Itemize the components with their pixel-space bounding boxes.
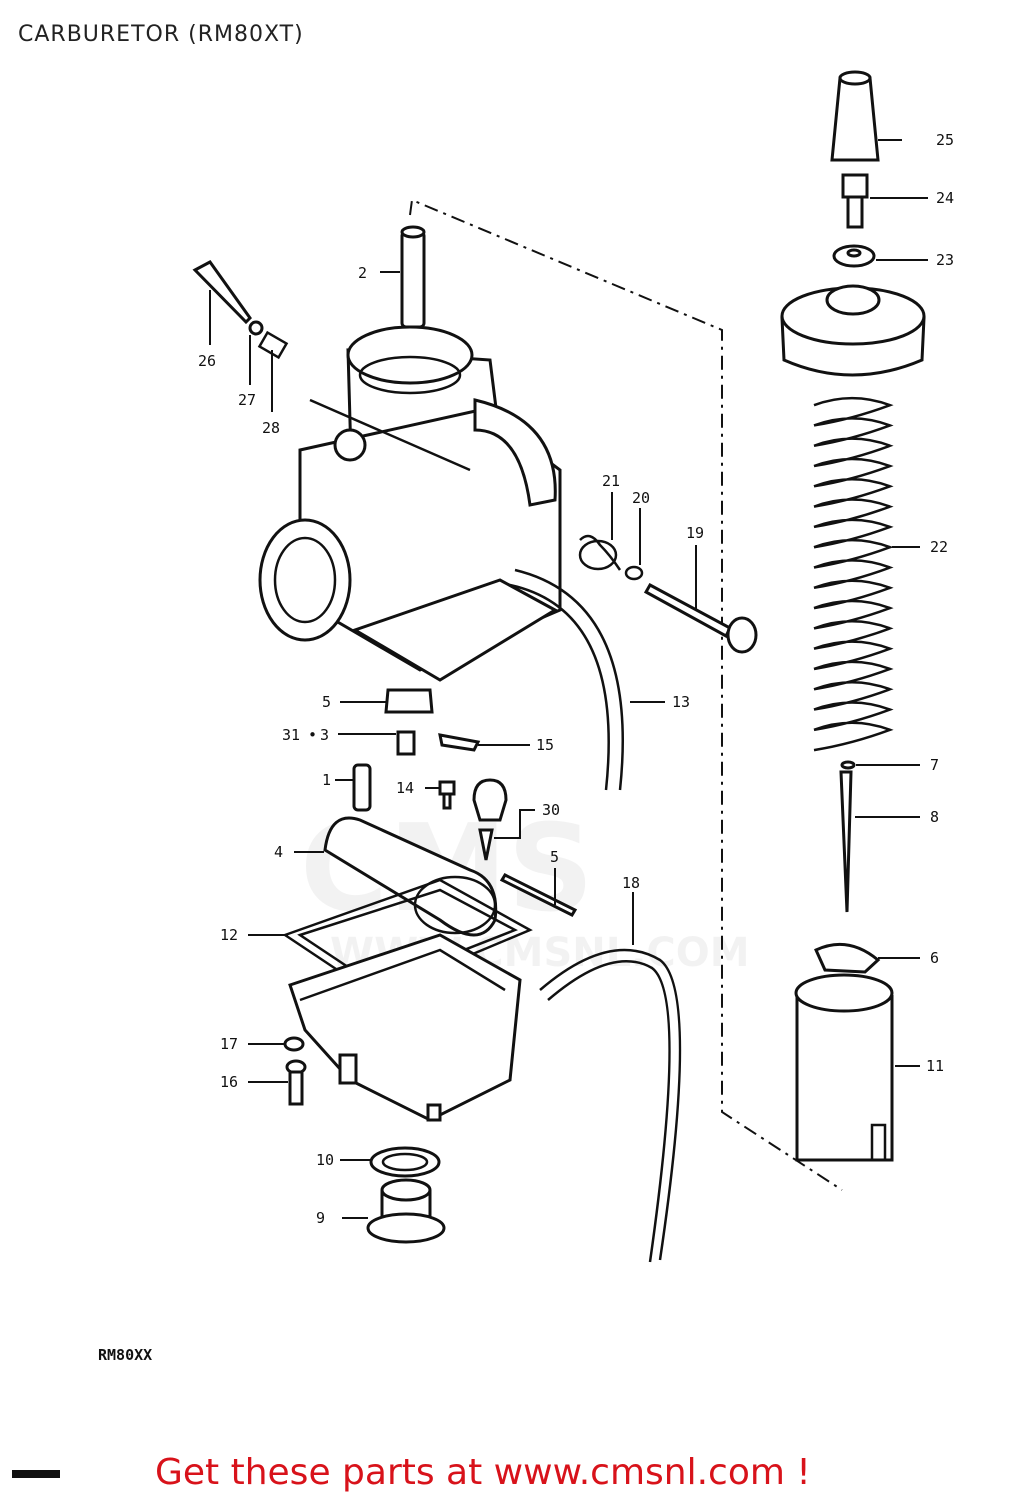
callout-11: 10 — [316, 1151, 334, 1169]
part-29-spring — [257, 330, 289, 360]
part-26-cap — [830, 70, 880, 162]
callout-17: 16 — [220, 1073, 238, 1091]
callout-7: 6 — [930, 949, 939, 967]
part-1-main-jet — [352, 763, 372, 812]
mixing-chamber-top — [780, 284, 926, 377]
part-27-air-screw — [192, 260, 252, 325]
callout-8: 7 — [930, 756, 939, 774]
callout-4: 4 — [274, 843, 283, 861]
callout-12: 11 — [926, 1057, 944, 1075]
callout-23: 22 — [930, 538, 948, 556]
callout-dot: • — [308, 726, 317, 744]
callout-27: 26 — [198, 352, 216, 370]
part-19-overflow-tube — [539, 948, 682, 1263]
part-12-throttle-valve — [794, 973, 894, 1162]
callout-labels: 25 24 23 22 7 8 6 11 2 26 27 28 21 20 19… — [198, 131, 954, 1227]
part-30-needle-valve — [472, 778, 508, 861]
leader-lines — [209, 139, 928, 1219]
callout-30: 30 — [542, 801, 560, 819]
part-25-adjuster — [841, 173, 869, 229]
callout-9: 8 — [930, 808, 939, 826]
callout-1: 1 — [322, 771, 331, 789]
callout-16: 15 — [536, 736, 554, 754]
assembly-guide-line — [409, 198, 843, 1191]
diagram-code: RM80XX — [98, 1346, 153, 1364]
black-marker-bar — [12, 1470, 60, 1478]
callout-19: 18 — [622, 874, 640, 892]
callout-5: 5 — [550, 848, 559, 866]
part-23-spring — [813, 396, 894, 752]
part-2-cable-adjuster — [400, 225, 426, 329]
callout-2: 2 — [358, 264, 367, 282]
part-6-jet-holder — [384, 688, 434, 714]
callout-29: 28 — [262, 419, 280, 437]
part-24-nut — [832, 244, 876, 268]
part-10-drain-plug — [366, 1178, 446, 1244]
promo-banner-link[interactable]: Get these parts at www.cmsnl.com ! — [155, 1452, 811, 1493]
part-20-idle-screw — [643, 582, 758, 654]
part-11-gasket — [369, 1146, 441, 1178]
callout-20: 19 — [686, 524, 704, 542]
callout-3: 3 — [320, 726, 329, 744]
part-3-pilot-jet — [396, 730, 416, 756]
part-7-plate — [814, 942, 881, 974]
callout-14: 13 — [672, 693, 690, 711]
part-22-spring — [578, 534, 622, 571]
exploded-view-diagram: 25 24 23 22 7 8 6 11 2 26 27 28 21 20 19… — [192, 70, 954, 1263]
part-5-float-pin — [499, 873, 578, 917]
part-18-washer — [283, 1036, 305, 1052]
part-15-screw — [438, 780, 456, 810]
part-17-screw — [285, 1059, 307, 1106]
callout-24: 23 — [936, 251, 954, 269]
callout-13: 12 — [220, 926, 238, 944]
float-bowl — [288, 933, 522, 1122]
callout-18: 17 — [220, 1035, 238, 1053]
carburetor-body — [258, 325, 562, 682]
part-8-clip — [840, 760, 856, 770]
page-title: CARBURETOR (RM80XT) — [18, 22, 304, 47]
callout-6: 5 — [322, 693, 331, 711]
callout-21: 20 — [632, 489, 650, 507]
callout-22: 21 — [602, 472, 620, 490]
callout-31: 31 — [282, 726, 300, 744]
part-4-float — [323, 816, 498, 937]
part-14-tube — [509, 568, 624, 791]
part-28-washer — [248, 320, 264, 336]
part-16-plate — [438, 733, 481, 752]
callout-26: 25 — [936, 131, 954, 149]
callout-25: 24 — [936, 189, 954, 207]
part-9-jet-needle — [839, 770, 853, 913]
callout-15: 14 — [396, 779, 414, 797]
callout-10: 9 — [316, 1209, 325, 1227]
callout-28: 27 — [238, 391, 256, 409]
part-21-o-ring — [624, 565, 644, 581]
